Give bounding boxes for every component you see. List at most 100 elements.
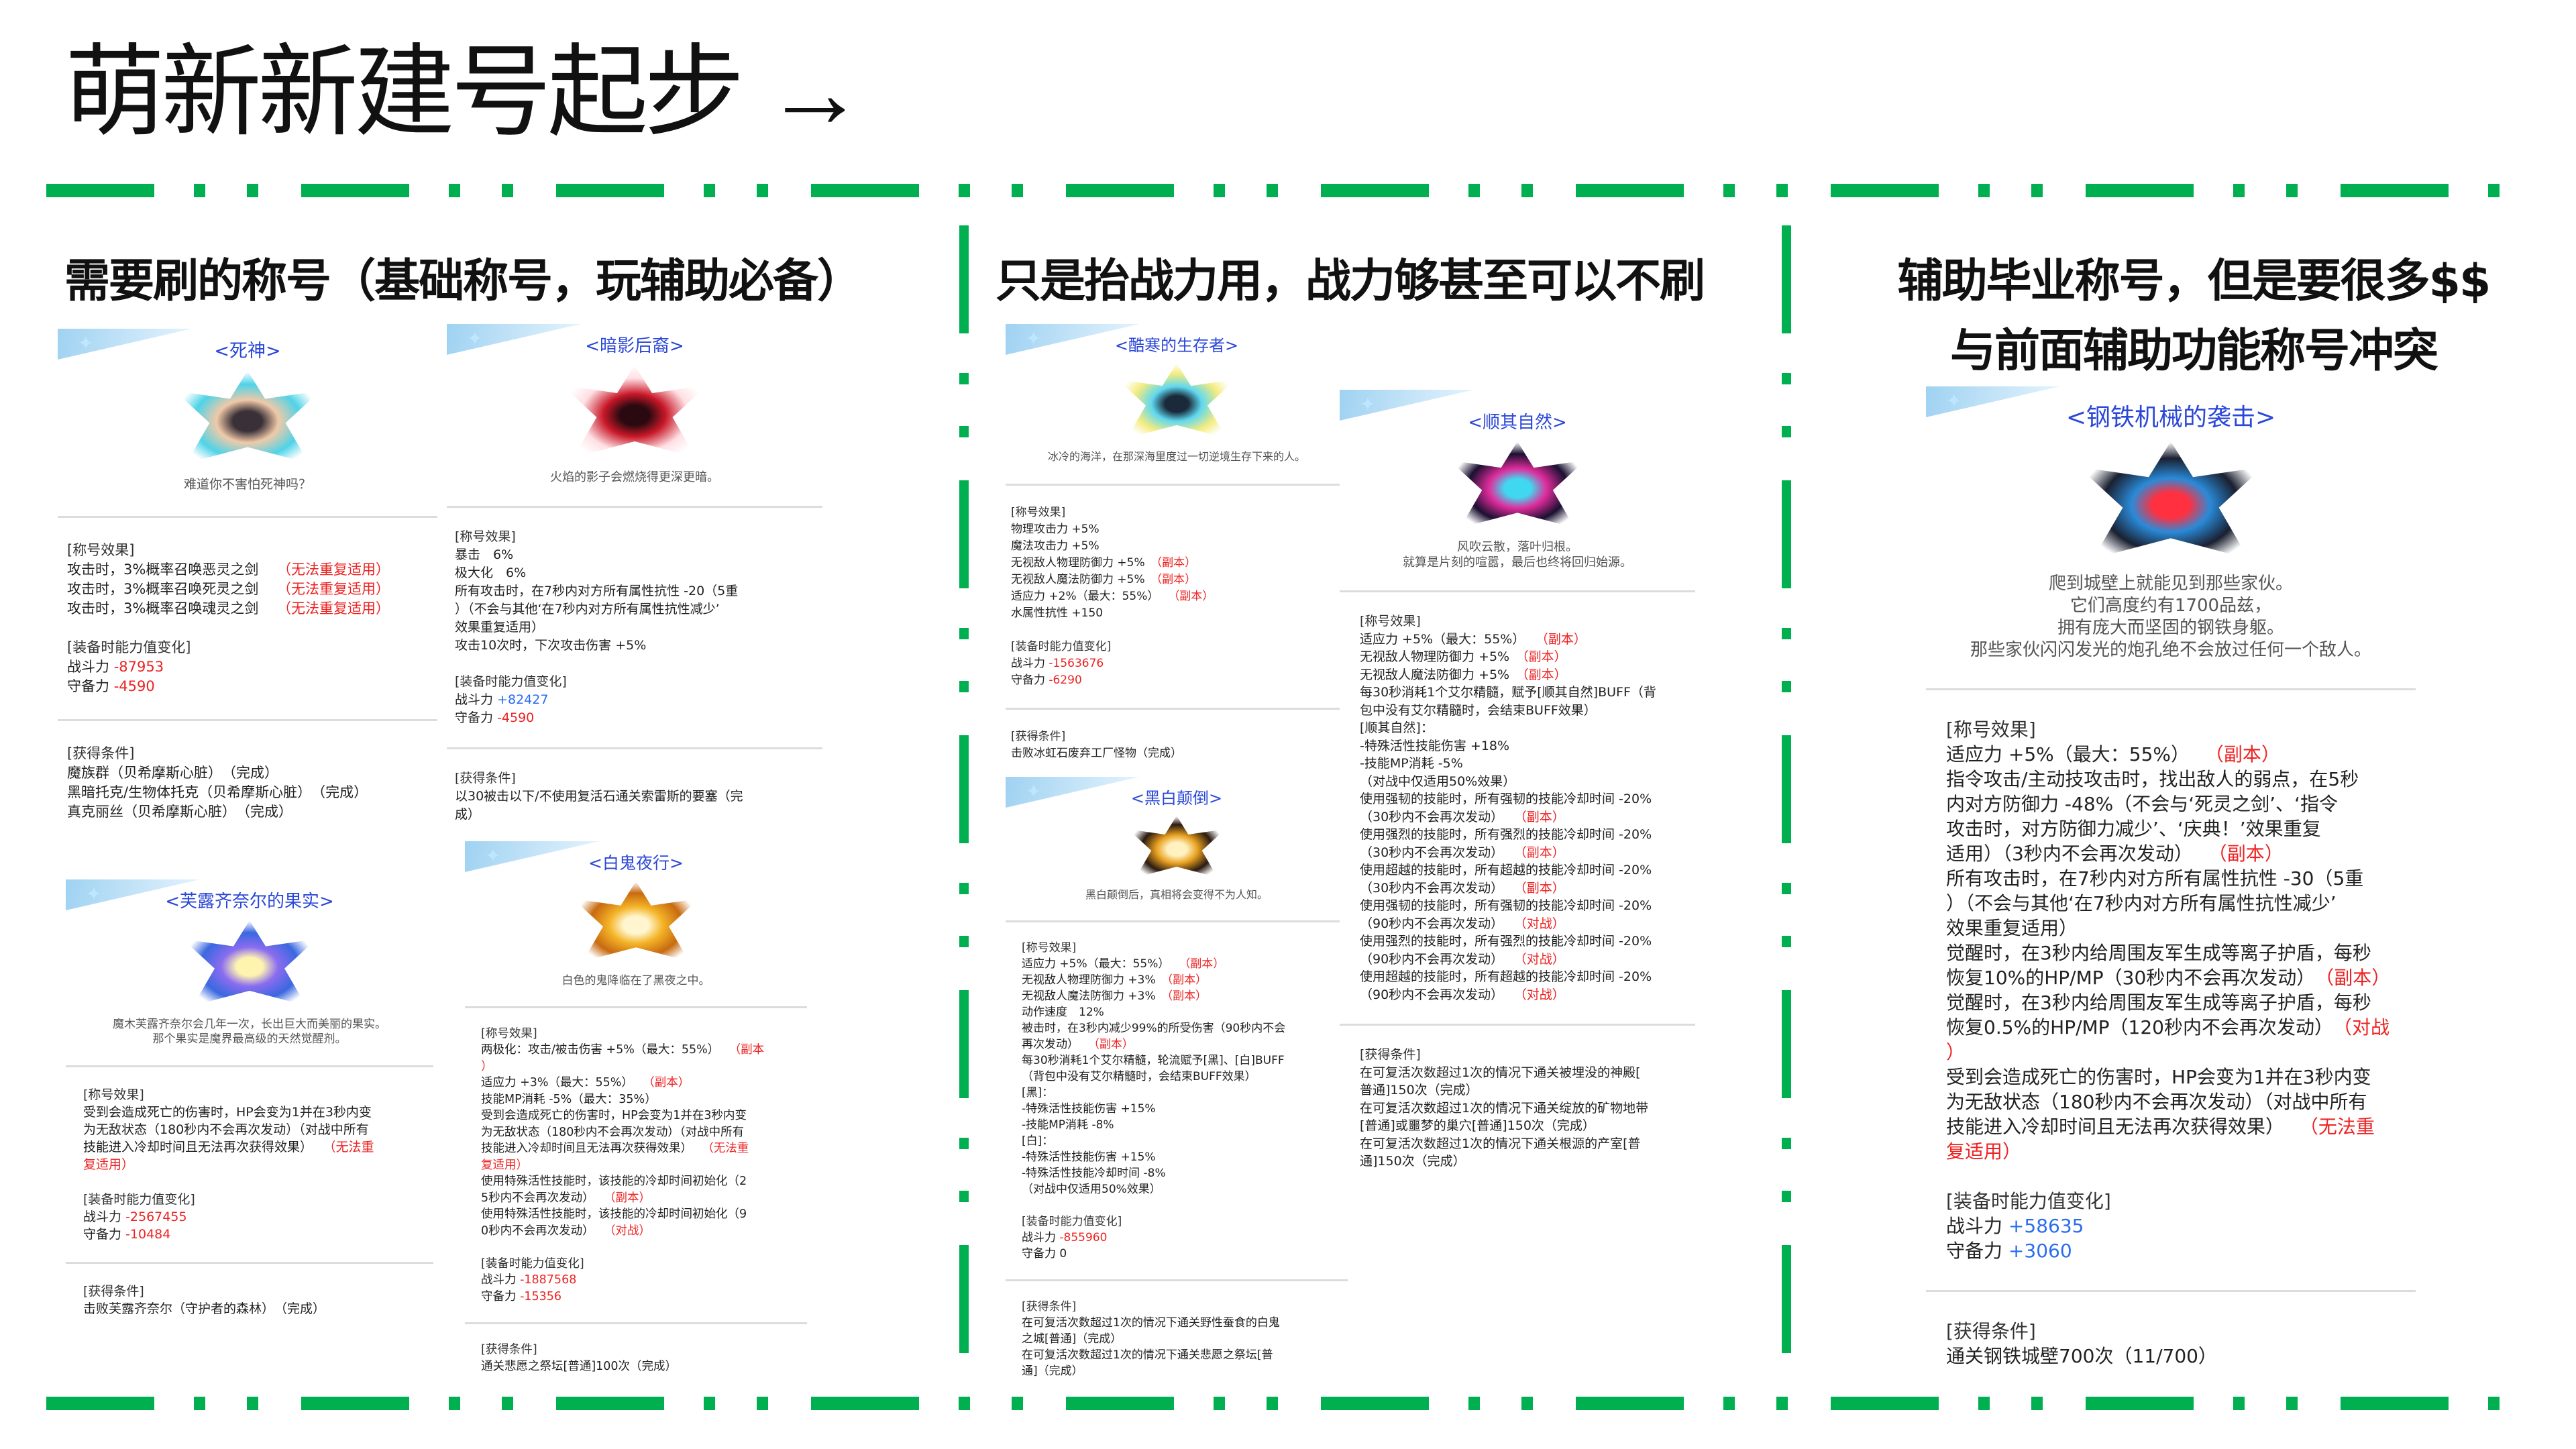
stat-row: 守备力 +3060 (1946, 1238, 2396, 1263)
highlight-note: （无法重 (2299, 1116, 2375, 1138)
text-segment: -特殊活性技能冷却时间 -8% (1022, 1167, 1166, 1180)
highlight-note: （无法重复适用） (277, 600, 390, 616)
text-line: 通关钢铁城壁700次（11/700） (1946, 1344, 2396, 1368)
text-segment: 无视敌人物理防御力 +5% (1011, 556, 1157, 570)
highlight-note: 复适用） (481, 1158, 528, 1172)
text-line: 适应力 +2%（最大：55%） （副本） (1011, 588, 1342, 605)
text-segment: 效果重复适用） (455, 620, 545, 635)
text-line: 在可复活次数超过1次的情况下通关野性蚕食的白鬼 (1022, 1315, 1332, 1331)
text-segment: 之城[普通]（完成） (1022, 1332, 1122, 1346)
text-segment: 受到会造成死亡的伤害时，HP会变为1并在3秒内变 (481, 1109, 747, 1122)
stat-label: 战斗力 (1946, 1215, 2003, 1237)
effects-section: [称号效果]受到会造成死亡的伤害时，HP会变为1并在3秒内变为无敌状态（180秒… (83, 1086, 416, 1173)
text-segment: 通关悲愿之祭坛[普通]100次（完成） (481, 1359, 678, 1373)
text-line: （对战中仅适用50%效果） (1360, 773, 1675, 791)
stats-heading: [装备时能力值变化] (455, 674, 567, 689)
highlight-note: （副本） (603, 1191, 651, 1205)
emblem-container (481, 881, 791, 969)
cold-survivor-emblem-icon (1117, 363, 1236, 439)
text-line: 指令攻击/主动技攻击时，找出敌人的弱点，在5秒 (1946, 767, 2396, 792)
highlight-note: （无法重 (323, 1140, 374, 1155)
text-segment: 技能进入冷却时间且无法再次获得效果） (83, 1140, 323, 1155)
highlight-note: （副本） (1156, 556, 1197, 570)
highlight-note: （副本） (1535, 631, 1587, 647)
text-segment: 被击时，在3秒内减少99%的所受伤害（90秒内不会 (1022, 1022, 1286, 1035)
text-line: 真克丽丝（贝希摩斯心脏） （完成） (67, 802, 428, 822)
text-segment: -技能MP消耗 -5% (1360, 756, 1463, 771)
text-line: 使用强烈的技能时，所有强烈的技能冷却时间 -20% (1360, 932, 1675, 951)
text-line: （对战中仅适用50%效果） (1022, 1181, 1332, 1197)
text-segment: 魔族群（贝希摩斯心脏） （完成） (67, 764, 278, 781)
stat-row: 守备力 -15356 (481, 1289, 791, 1305)
text-segment: 适应力 +5%（最大：55%） (1022, 957, 1179, 971)
title-card: ✦<芙露齐奈尔的果实>魔木芙露齐奈尔会几年一次，长出巨大而美丽的果实。那个果实是… (66, 879, 433, 1324)
title-card: ✦<黑白颠倒>黑白颠倒后，真相将会变得不为人知。[称号效果]适应力 +5%（最大… (1006, 777, 1348, 1386)
text-segment: 无视敌人魔法防御力 +5% (1360, 667, 1523, 682)
stat-label: 战斗力 (1011, 657, 1045, 670)
text-line: [黑]： (1022, 1085, 1332, 1101)
sparkle-icon: ✦ (1026, 327, 1042, 350)
text-line: 为无敌状态（180秒内不会再次发动）（对战中所有 (481, 1124, 791, 1141)
column-header-line: 需要刷的称号（基础称号，玩辅助必备） (64, 255, 863, 308)
text-line: 受到会造成死亡的伤害时，HP会变为1并在3秒内变 (481, 1108, 791, 1124)
emblem-container (1022, 816, 1332, 883)
stat-row: 战斗力 +58635 (1946, 1214, 2396, 1238)
stat-value: -10484 (125, 1227, 171, 1242)
section-divider (465, 1006, 807, 1008)
stat-label: 战斗力 (481, 1273, 517, 1287)
conditions-section: [获得条件]击败芙露齐奈尔（守护者的森林） （完成） (83, 1283, 416, 1318)
highlight-note: （副本） (1522, 649, 1567, 664)
card-title: <顺其自然> (1468, 413, 1567, 433)
section-divider (58, 718, 437, 721)
text-segment: （90秒内不会再次发动） (1360, 916, 1514, 931)
text-line: [普通]或噩梦的巢穴[普通]150次（完成） (1360, 1117, 1675, 1135)
card-title: <暗影后裔> (585, 336, 684, 356)
text-segment: 攻击时，3%概率召唤魂灵之剑 (67, 600, 277, 616)
stat-row: 战斗力 -2567455 (83, 1208, 416, 1226)
highlight-note: （副本） (643, 1076, 690, 1089)
text-segment: -技能MP消耗 -8% (1022, 1118, 1114, 1132)
stat-label: 守备力 (455, 710, 494, 725)
text-segment: 普通]150次（完成） (1360, 1083, 1479, 1097)
column-header-power: 只是抬战力用，战力够甚至可以不刷 (996, 247, 1705, 317)
text-line: 适用）（3秒内不会再次发动） （副本） (1946, 841, 2396, 866)
reaper-emblem-icon (174, 370, 321, 464)
highlight-note: 复适用） (83, 1157, 135, 1172)
text-line: 适应力 +5%（最大：55%） （副本） (1360, 631, 1675, 649)
stat-value: 0 (1059, 1247, 1067, 1260)
highlight-note: （副本） (2208, 843, 2284, 865)
sparkle-icon: ✦ (467, 327, 483, 350)
text-segment: 技能进入冷却时间且无法再次获得效果） (1946, 1116, 2300, 1138)
highlight-note: （无法重 (702, 1142, 749, 1155)
text-line: 通]（完成） (1022, 1363, 1332, 1379)
text-line: [白]： (1022, 1133, 1332, 1149)
text-line: 5秒内不会再次发动） （副本） (481, 1190, 791, 1207)
section-divider (1340, 1024, 1695, 1026)
conditions-heading: [获得条件] (1360, 1047, 1421, 1062)
highlight-note: （对战 (2343, 1016, 2390, 1038)
text-line: 无视敌人魔法防御力 +5% （副本） (1011, 572, 1342, 588)
conditions-heading: [获得条件] (83, 1284, 144, 1299)
text-segment: 物理攻击力 +5% (1011, 523, 1099, 536)
section-divider (1006, 484, 1348, 486)
section-divider (1340, 590, 1695, 592)
text-line: 攻击时，3%概率召唤魂灵之剑 （无法重复适用） (67, 599, 428, 619)
stats-heading: [装备时能力值变化] (1946, 1190, 2111, 1212)
text-line: 攻击时，3%概率召唤死灵之剑 （无法重复适用） (67, 580, 428, 599)
title-card: ✦<死神>难道你不害怕死神吗？[称号效果]攻击时，3%概率召唤恶灵之剑 （无法重… (58, 329, 437, 828)
section-divider (447, 747, 822, 749)
card-title: <死神> (214, 341, 281, 362)
text-line: 受到会造成死亡的伤害时，HP会变为1并在3秒内变 (83, 1104, 416, 1121)
card-title: <酷寒的生存者> (1114, 336, 1239, 355)
text-segment: （90秒内不会再次发动） (1360, 987, 1514, 1002)
conditions-section: [获得条件]击败冰虹石废弃工厂怪物（完成） (1011, 729, 1342, 762)
text-line: （30秒内不会再次发动） （副本） (1360, 844, 1675, 862)
conditions-section: [获得条件]以30被击以下/不使用复活石通关索雷斯的要塞（完成） (455, 769, 814, 824)
stats-heading: [装备时能力值变化] (481, 1256, 584, 1271)
effects-heading: [称号效果] (67, 541, 135, 558)
text-segment: 无视敌人魔法防御力 +5% (1011, 573, 1157, 586)
text-line: 攻击时，对方防御力减少’、‘庆典！’效果重复 (1946, 816, 2396, 841)
